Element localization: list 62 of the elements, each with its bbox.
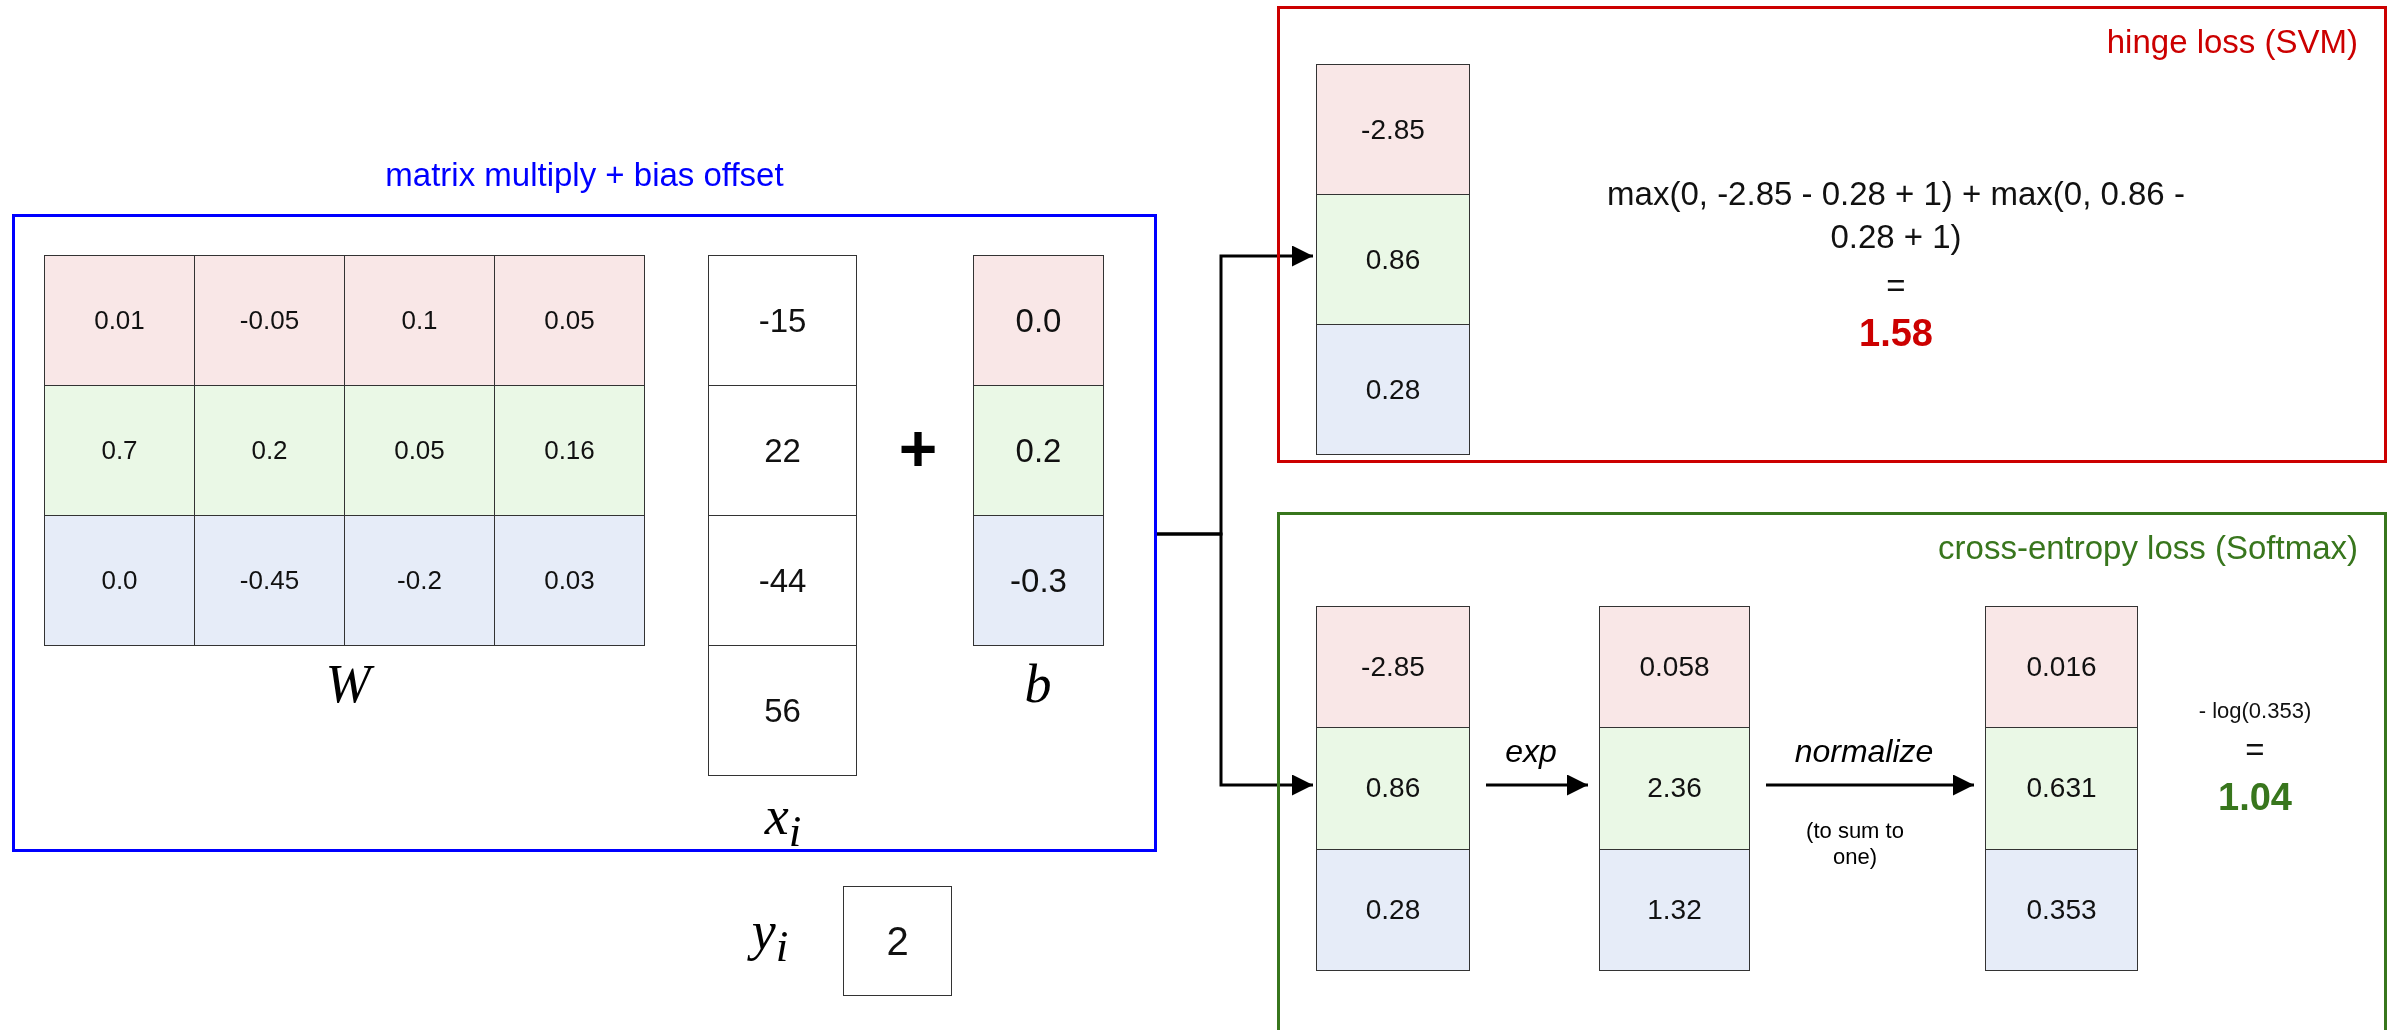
value-cell: 0.7: [44, 385, 195, 516]
value-cell: 22: [708, 385, 857, 516]
loss-frame: [1277, 6, 2387, 463]
score-vector: [1316, 64, 1469, 454]
value-cell: 0.28: [1316, 324, 1470, 455]
value-cell: 2.36: [1599, 727, 1750, 850]
result-value: 1.58: [1858, 311, 1934, 356]
value-cell: 0.353: [1985, 848, 2138, 971]
group-frame: [12, 214, 1157, 852]
value-cell: 0.631: [1985, 727, 2138, 850]
arrow: [1486, 774, 1588, 796]
value-cell: 2: [843, 886, 952, 996]
value-cell: -0.45: [194, 515, 345, 646]
equals-sign: =: [1885, 266, 1907, 306]
edge-label: normalize: [1793, 733, 1935, 770]
value-cell: -2.85: [1316, 64, 1470, 195]
note-text: (to sum to one): [1805, 818, 1905, 870]
score-vector: [1316, 606, 1469, 970]
value-cell: 0.0: [973, 255, 1104, 386]
loss-frame: [1277, 512, 2387, 1030]
value-cell: 0.01: [44, 255, 195, 386]
value-cell: 56: [708, 645, 857, 776]
value-cell: -0.2: [344, 515, 495, 646]
value-cell: 0.03: [494, 515, 645, 646]
group-title: hinge loss (SVM): [2106, 23, 2358, 61]
value-cell: 0.28: [1316, 848, 1470, 971]
group-title: cross-entropy loss (Softmax): [1938, 529, 2358, 567]
edge-label: exp: [1504, 733, 1558, 770]
equals-sign: =: [2244, 730, 2266, 770]
value-cell: 0.16: [494, 385, 645, 516]
arrow: [1157, 532, 1313, 796]
exp-vector: [1599, 606, 1749, 970]
input-vector: [708, 255, 856, 775]
value-cell: 0.05: [344, 385, 495, 516]
formula-text: max(0, -2.85 - 0.28 + 1) + max(0, 0.86 - 0.28 + 1): [1606, 174, 2186, 257]
value-cell: -2.85: [1316, 606, 1470, 729]
formula-text: - log(0.353): [2197, 697, 2313, 725]
plus-sign: +: [897, 410, 939, 486]
value-cell: 0.05: [494, 255, 645, 386]
value-cell: 0.86: [1316, 727, 1470, 850]
math-symbol: b: [1023, 653, 1053, 715]
value-cell: 1.32: [1599, 848, 1750, 971]
probability-vector: [1985, 606, 2137, 970]
math-symbol: W: [293, 653, 403, 715]
value-cell: 0.2: [194, 385, 345, 516]
value-cell: -0.3: [973, 515, 1104, 646]
value-cell: 0.016: [1985, 606, 2138, 729]
value-cell: 0.0: [44, 515, 195, 646]
value-cell: -15: [708, 255, 857, 386]
math-symbol: y$_{i}$: [720, 900, 820, 972]
value-cell: -44: [708, 515, 857, 646]
arrow: [1766, 774, 1974, 796]
value-cell: 0.2: [973, 385, 1104, 516]
bias-vector: [973, 255, 1103, 645]
group-title: matrix multiply + bias offset: [384, 156, 785, 194]
result-value: 1.04: [2217, 775, 2293, 820]
value-cell: 0.86: [1316, 194, 1470, 325]
value-cell: 0.1: [344, 255, 495, 386]
value-cell: -0.05: [194, 255, 345, 386]
math-symbol: x$_{i}$: [763, 785, 803, 857]
value-cell: 0.058: [1599, 606, 1750, 729]
weight-matrix: [44, 255, 644, 645]
